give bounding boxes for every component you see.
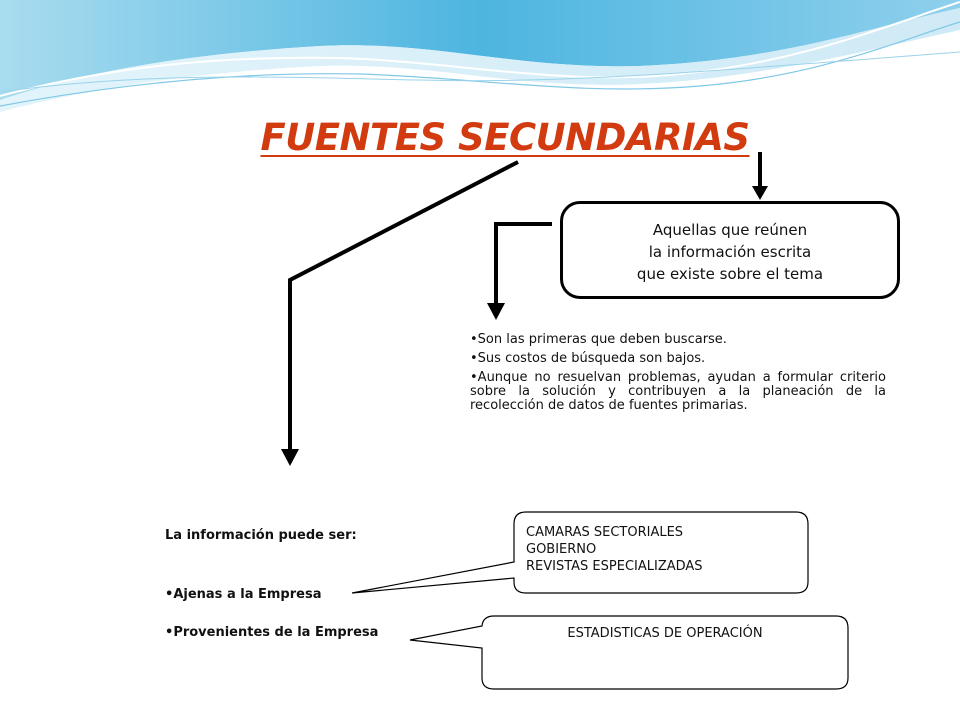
callout-internal [409, 615, 849, 690]
internal-examples: ESTADISTICAS DE OPERACIÓN [482, 626, 848, 641]
callout-external [351, 511, 809, 594]
example-item: REVISTAS ESPECIALIZADAS [526, 559, 703, 574]
connector-definition-to-characteristics [494, 222, 552, 308]
definition-line: Aquellas que reúnen [652, 221, 808, 239]
example-item: CAMARAS SECTORIALES [526, 525, 684, 540]
definition-line: la información escrita [648, 243, 812, 261]
arrowhead-types [281, 449, 299, 466]
type-external: Ajenas a la Empresa [165, 587, 321, 602]
external-examples: CAMARAS SECTORIALES GOBIERNO REVISTAS ES… [526, 524, 703, 575]
arrowhead-definition [752, 186, 768, 200]
definition-box: Aquellas que reúnen la información escri… [560, 201, 900, 299]
header-wave-decoration [0, 0, 960, 112]
characteristic-item: Sus costos de búsqueda son bajos. [470, 352, 886, 366]
arrowheads [281, 186, 768, 466]
type-internal: Provenientes de la Empresa [165, 625, 378, 640]
example-item: ESTADISTICAS DE OPERACIÓN [567, 626, 763, 641]
definition-line: que existe sobre el tema [636, 265, 824, 283]
characteristic-item: Son las primeras que deben buscarse. [470, 333, 886, 347]
connector-title-to-types [288, 160, 519, 455]
characteristic-item: Aunque no resuelvan problemas, ayudan a … [470, 371, 886, 413]
example-item: GOBIERNO [526, 542, 597, 557]
arrowhead-characteristics [487, 303, 505, 320]
characteristics-list: Son las primeras que deben buscarse. Sus… [470, 333, 886, 418]
connectors [288, 152, 762, 455]
info-label: La información puede ser: [165, 528, 357, 543]
page-title: FUENTES SECUNDARIAS [260, 116, 750, 159]
